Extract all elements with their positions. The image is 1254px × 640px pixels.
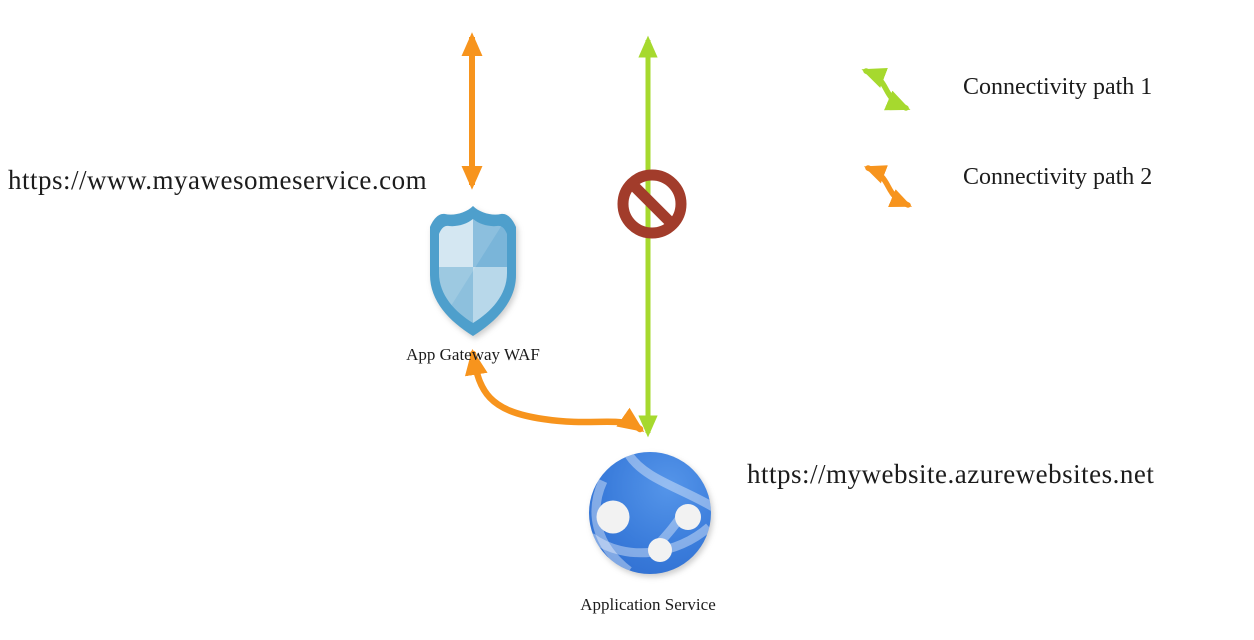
app-service-globe-icon [589,452,711,574]
path2-curved-double-arrow [464,348,645,433]
public-url-text: https://www.myawesomeservice.com [8,165,428,195]
shield-icon [430,206,516,336]
legend-path1-label: Connectivity path 1 [963,74,1153,100]
app-service-node-label: Application Service [580,595,716,614]
blocked-icon [617,169,687,239]
legend-path2-arrow-icon [863,165,913,208]
legend-path1-arrow-icon [861,68,911,111]
app-service-url-text: https://mywebsite.azurewebsites.net [747,459,1155,489]
legend-path2-label: Connectivity path 2 [963,164,1153,190]
gateway-node-label: App Gateway WAF [406,345,540,364]
